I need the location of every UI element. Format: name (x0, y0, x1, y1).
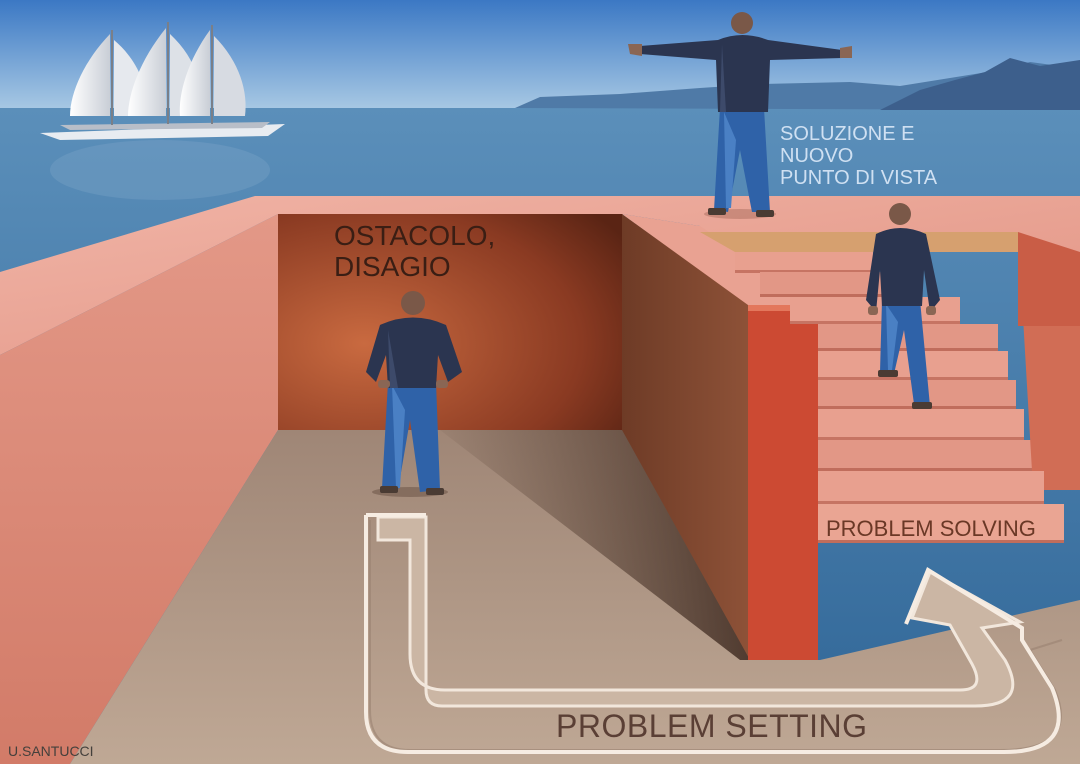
sailboat-icon (40, 22, 285, 200)
person-on-top (628, 12, 852, 219)
solution-label: SOLUZIONE E NUOVO PUNTO DI VISTA (780, 123, 938, 189)
person-on-stairs (866, 203, 940, 409)
problem-solving-label: PROBLEM SOLVING (826, 516, 1036, 541)
obstacle-label: OSTACOLO, DISAGIO (334, 220, 496, 282)
arrow-u-turn-icon (364, 513, 1063, 754)
problem-setting-label: PROBLEM SETTING (556, 708, 868, 744)
person-in-pit (366, 291, 462, 497)
author-credit: U.SANTUCCI (8, 743, 94, 759)
